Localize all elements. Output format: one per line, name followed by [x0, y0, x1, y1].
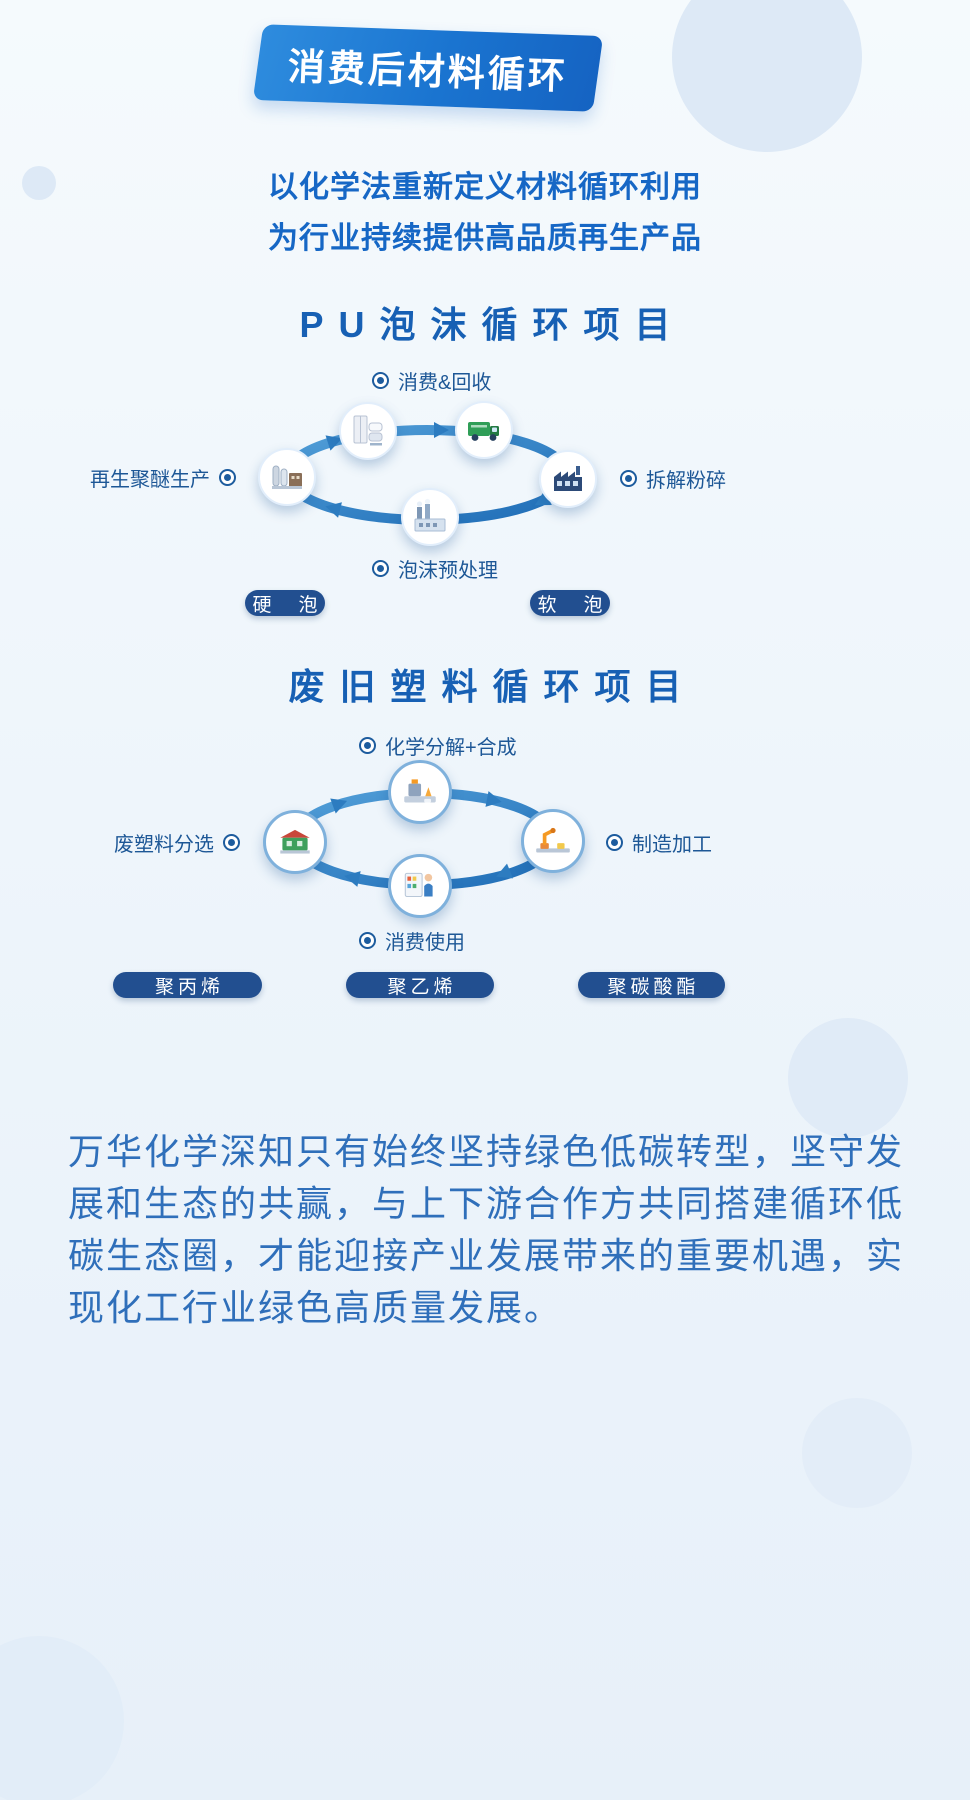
polyether-plant-icon [272, 465, 302, 489]
pl-step-decompose-label: 化学分解+合成 [359, 734, 517, 759]
tag-polycarbonate: 聚碳酸酯 [578, 972, 725, 998]
arrowheads [325, 422, 552, 518]
decor-circle-bottom-left [0, 1636, 124, 1800]
intro-line-1: 以化学法重新定义材料循环利用 [268, 171, 702, 204]
pl-step-consume-label: 消费使用 [359, 929, 465, 954]
bullet-dot [219, 468, 236, 486]
decor-circle-right-mid [788, 1018, 908, 1138]
pu-step-dismantle-label: 拆解粉碎 [620, 467, 726, 492]
crushing-plant-icon [554, 466, 582, 491]
closing-paragraph: 万华化学深知只有始终坚持绿色低碳转型，坚守发展和生态的共赢，与上下游合作方共同搭… [68, 1131, 905, 1328]
tag-polypropylene: 聚丙烯 [113, 972, 262, 998]
pu-node-truck [455, 401, 513, 459]
pl-step-manufacture-label: 制造加工 [606, 831, 712, 856]
step-text: 消费&回收 [398, 371, 492, 394]
pu-node-furniture [339, 402, 397, 460]
bullet-dot [620, 469, 637, 487]
pl-step-sorting-label: 废塑料分选 [90, 831, 240, 856]
step-text: 制造加工 [632, 833, 712, 856]
pu-node-pretreatment [401, 488, 459, 546]
step-text: 废塑料分选 [114, 833, 214, 856]
tag-flexible-foam: 软 泡 [530, 590, 610, 616]
pl-node-manufacture [521, 809, 585, 873]
pu-node-dismantle [539, 450, 597, 508]
step-text: 泡沫预处理 [398, 559, 498, 582]
step-text: 消费使用 [385, 931, 465, 954]
pu-node-polyether [258, 448, 316, 506]
page-title: 消费后材料循环 [287, 46, 569, 97]
bullet-dot [372, 559, 389, 577]
plastic-section-title: 废旧塑料循环项目 [288, 666, 697, 707]
step-text: 化学分解+合成 [385, 736, 517, 759]
bullet-dot [359, 736, 376, 754]
pu-step-pretreatment-label: 泡沫预处理 [372, 557, 498, 582]
bullet-dot [372, 371, 389, 389]
header-banner: 消费后材料循环 [252, 24, 604, 112]
pu-section-title: PU泡沫循环项目 [299, 304, 686, 345]
pretreatment-plant-icon [414, 498, 446, 532]
pu-step-consumption-label: 消费&回收 [372, 369, 491, 394]
decor-circle-top-right [672, 0, 862, 152]
furniture-icon [353, 415, 383, 446]
chemical-machine-icon [404, 779, 436, 803]
consumer-shopper-icon [404, 872, 433, 898]
decor-circle-bottom-right [802, 1398, 912, 1508]
recycling-truck-icon [468, 422, 499, 441]
bullet-dot [223, 833, 240, 851]
robot-arm-icon [536, 827, 570, 853]
bullet-dot [606, 833, 623, 851]
pl-node-consume [388, 854, 452, 918]
bullet-dot [359, 931, 376, 949]
tag-rigid-foam: 硬 泡 [245, 590, 325, 616]
pl-node-decompose [388, 760, 452, 824]
arrowheads [330, 791, 513, 887]
step-text: 拆解粉碎 [646, 469, 726, 492]
step-text: 再生聚醚生产 [90, 468, 210, 491]
pl-node-sorting [263, 810, 327, 874]
sorting-machine-icon [280, 829, 310, 854]
tag-polyethylene: 聚乙烯 [346, 972, 494, 998]
intro-line-2: 为行业持续提供高品质再生产品 [268, 222, 702, 255]
pu-step-polyether-label: 再生聚醚生产 [86, 466, 236, 491]
intro-tagline: 以化学法重新定义材料循环利用 为行业持续提供高品质再生产品 [0, 162, 970, 264]
